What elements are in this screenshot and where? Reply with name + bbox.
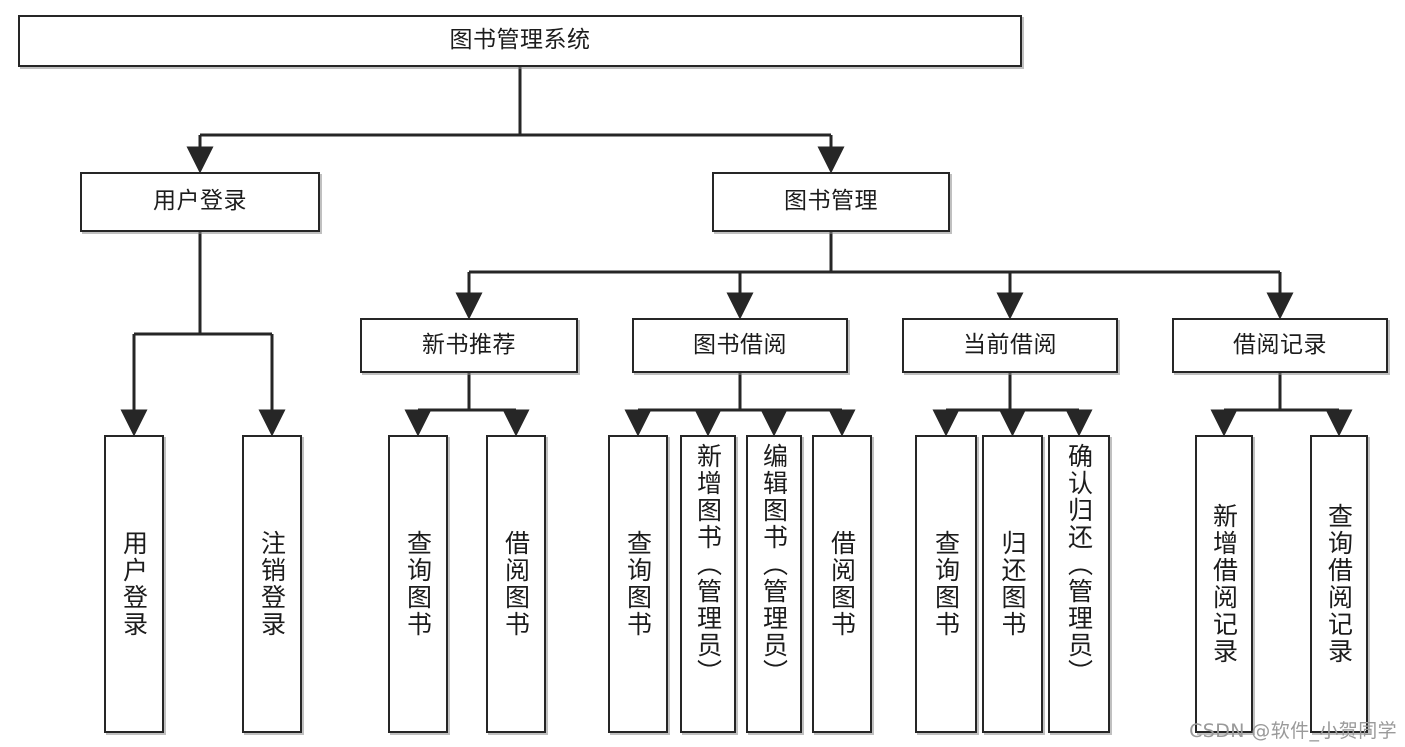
node-label-current-borrow: 当前借阅: [963, 331, 1057, 358]
node-bb-add-book[interactable]: 新增图书（管理员）: [680, 435, 736, 733]
node-label-cb-confirm-return: 确认归还（管理员）: [1064, 443, 1094, 686]
node-cb-confirm-return[interactable]: 确认归还（管理员）: [1048, 435, 1110, 733]
node-bb-edit-book[interactable]: 编辑图书（管理员）: [746, 435, 802, 733]
node-label-nbr-borrow-book: 借阅图书: [501, 530, 531, 638]
node-label-nbr-query-book: 查询图书: [403, 530, 433, 638]
node-label-user-login: 用户登录: [153, 188, 247, 215]
node-label-user-logout: 注销登录: [257, 530, 287, 638]
node-label-bb-add-book: 新增图书（管理员）: [693, 443, 723, 686]
node-root[interactable]: 图书管理系统: [18, 15, 1022, 67]
node-br-add-record[interactable]: 新增借阅记录: [1195, 435, 1253, 733]
node-bb-query-book[interactable]: 查询图书: [608, 435, 668, 733]
node-br-query-record[interactable]: 查询借阅记录: [1310, 435, 1368, 733]
node-label-borrow-record: 借阅记录: [1233, 331, 1327, 358]
node-cb-query-book[interactable]: 查询图书: [915, 435, 977, 733]
node-user-login[interactable]: 用户登录: [80, 172, 320, 232]
node-label-br-add-record: 新增借阅记录: [1209, 503, 1239, 665]
node-label-user-login-do: 用户登录: [119, 530, 149, 638]
node-user-logout[interactable]: 注销登录: [242, 435, 302, 733]
node-label-cb-return-book: 归还图书: [998, 530, 1027, 638]
node-label-bb-edit-book: 编辑图书（管理员）: [759, 443, 789, 686]
node-new-book-rec[interactable]: 新书推荐: [360, 318, 578, 373]
csdn-watermark: CSDN @软件_小贺同学: [1189, 720, 1397, 742]
node-label-br-query-record: 查询借阅记录: [1324, 503, 1354, 665]
node-label-new-book-rec: 新书推荐: [422, 331, 516, 358]
node-book-manage[interactable]: 图书管理: [712, 172, 950, 232]
node-nbr-query-book[interactable]: 查询图书: [388, 435, 448, 733]
node-user-login-do[interactable]: 用户登录: [104, 435, 164, 733]
node-book-borrow[interactable]: 图书借阅: [632, 318, 848, 373]
node-label-root: 图书管理系统: [449, 27, 591, 54]
node-label-cb-query-book: 查询图书: [931, 530, 961, 638]
node-label-bb-query-book: 查询图书: [623, 530, 653, 638]
node-borrow-record[interactable]: 借阅记录: [1172, 318, 1388, 373]
node-current-borrow[interactable]: 当前借阅: [902, 318, 1118, 373]
node-bb-borrow-book[interactable]: 借阅图书: [812, 435, 872, 733]
node-label-book-manage: 图书管理: [784, 188, 878, 215]
node-nbr-borrow-book[interactable]: 借阅图书: [486, 435, 546, 733]
node-label-bb-borrow-book: 借阅图书: [827, 530, 857, 638]
node-cb-return-book[interactable]: 归还图书: [982, 435, 1043, 733]
node-label-book-borrow: 图书借阅: [693, 331, 787, 358]
